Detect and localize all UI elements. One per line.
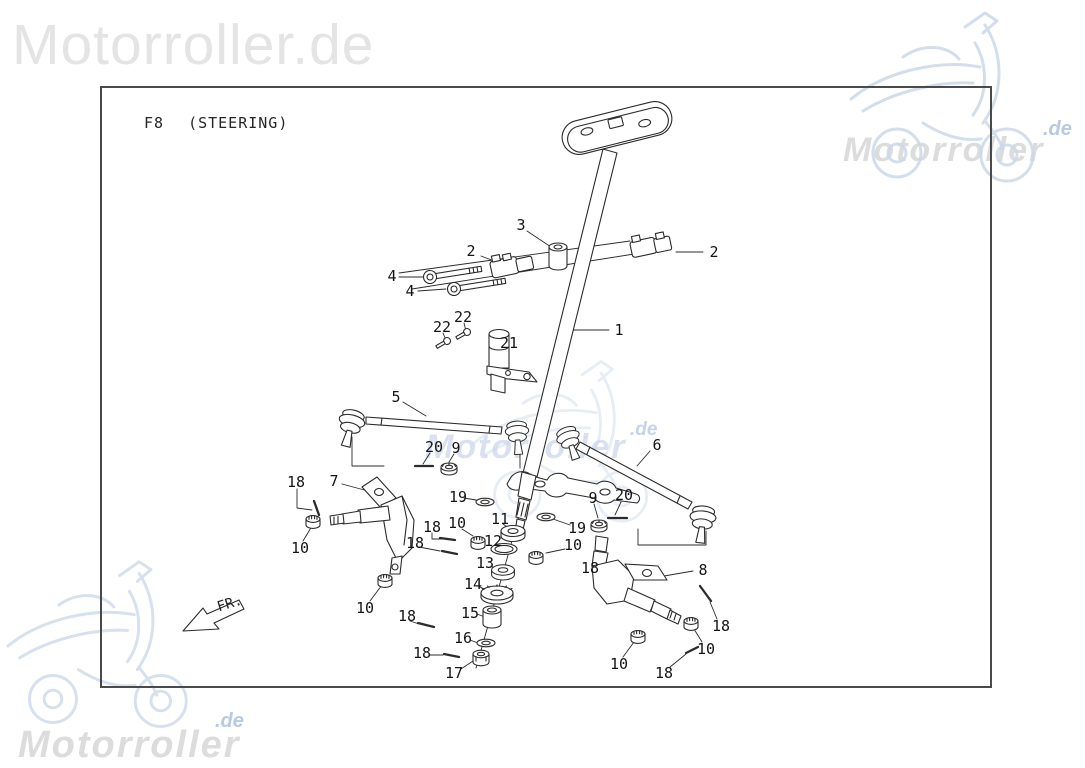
knuckle-left [329, 476, 415, 575]
tie-rod-right [553, 423, 718, 545]
watermark-de-top-right: .de [1043, 118, 1072, 140]
watermark-de-bottom-left: .de [215, 710, 244, 732]
diagram-title: (STEERING) [188, 114, 289, 132]
diagram-frame [100, 86, 992, 688]
handlebar-holder-left [489, 252, 535, 279]
steering-bracket [506, 471, 641, 504]
handlebar-top-plate [561, 101, 673, 155]
knuckle-right [591, 535, 682, 625]
handlebar-holder-right [629, 231, 673, 258]
nut-17 [472, 649, 490, 667]
bearing-stack [472, 524, 526, 667]
watermark-motorroller-de-title: Motorroller.de [12, 13, 375, 77]
toothed-washer-14 [480, 584, 514, 605]
watermark-brand-bottom-left: Motorroller [18, 724, 241, 766]
diagram-code-title: F8 (STEERING) [144, 114, 288, 132]
watermark-de-middle: .de [630, 419, 658, 440]
ignition-bracket [486, 328, 538, 394]
column-bushing [548, 242, 568, 271]
ring-12 [490, 542, 518, 556]
washers-19 [475, 497, 556, 522]
diagram-code: F8 [144, 114, 165, 132]
flange-bolts [422, 265, 507, 297]
fr-arrow [182, 599, 245, 632]
bushing-15 [482, 605, 502, 629]
lower-shaft [475, 471, 537, 669]
tie-rod-left [332, 406, 531, 456]
fixing-screws [435, 327, 472, 349]
